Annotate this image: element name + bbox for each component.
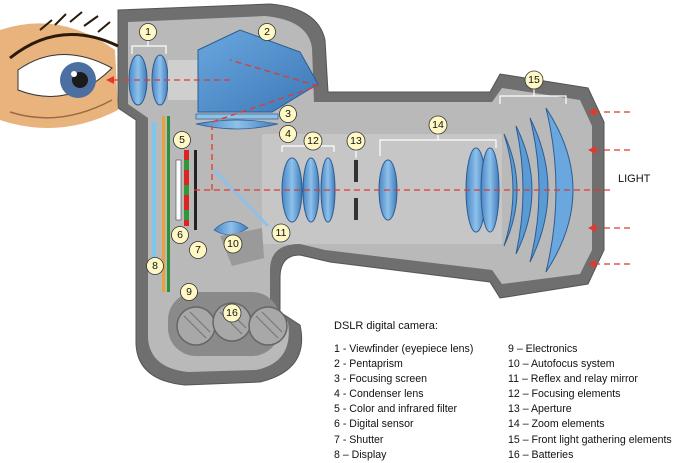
legend-item: 11 – Reflex and relay mirror — [508, 373, 638, 386]
display-panel — [152, 122, 156, 262]
svg-text:5: 5 — [179, 134, 185, 146]
aperture-bottom — [354, 198, 358, 220]
focusing-element-1 — [281, 157, 303, 223]
light-label: LIGHT — [618, 173, 651, 185]
front-element-1 — [503, 133, 518, 247]
callout-12: 12 — [303, 131, 323, 151]
svg-text:3: 3 — [285, 108, 291, 120]
legend-item: 8 – Display — [334, 448, 387, 461]
svg-text:8: 8 — [152, 260, 158, 272]
svg-text:7: 7 — [195, 244, 201, 256]
condenser-lens — [195, 119, 279, 130]
svg-text:13: 13 — [350, 135, 362, 147]
legend-item: 5 - Color and infrared filter — [334, 403, 458, 416]
callout-2: 2 — [258, 23, 276, 41]
autofocus-mirror — [213, 221, 249, 235]
callout-8: 8 — [146, 257, 164, 275]
svg-text:11: 11 — [276, 227, 287, 239]
callout-6: 6 — [171, 226, 189, 244]
battery-cell-1 — [176, 306, 216, 346]
color-ir-filter-green-3 — [184, 210, 189, 220]
svg-text:10: 10 — [227, 238, 239, 250]
battery-cell-3 — [248, 306, 288, 346]
legend-item: 16 – Batteries — [508, 448, 574, 461]
legend-item: 12 – Focusing elements — [508, 388, 621, 401]
callout-13: 13 — [346, 131, 366, 151]
callout-1: 1 — [139, 23, 157, 41]
legend-item: 13 – Aperture — [508, 403, 572, 416]
legend-item: 9 – Electronics — [508, 343, 578, 355]
legend-item: 15 – Front light gathering elements — [508, 433, 672, 446]
callout-16: 16 — [222, 303, 242, 323]
light-arrowheads — [106, 76, 596, 268]
callout-15: 15 — [524, 70, 544, 90]
color-ir-filter-green — [184, 160, 189, 170]
svg-text:12: 12 — [307, 135, 319, 147]
legend-item: 6 - Digital sensor — [334, 418, 414, 431]
legend-item: 10 – Autofocus system — [508, 358, 615, 371]
svg-text:6: 6 — [177, 229, 183, 241]
callout-3: 3 — [279, 105, 297, 123]
svg-text:14: 14 — [432, 119, 444, 131]
color-ir-filter-green-2 — [184, 185, 189, 195]
legend-item: 4 - Condenser lens — [334, 388, 424, 401]
legend-item: 1 - Viewfinder (eyepiece lens) — [334, 343, 474, 355]
eyepiece-tube — [168, 60, 198, 100]
pentaprism — [197, 29, 319, 113]
svg-text:15: 15 — [528, 74, 540, 86]
legend-item: 7 - Shutter — [334, 433, 384, 446]
legend-left-column: 1 - Viewfinder (eyepiece lens) 2 - Penta… — [334, 342, 473, 463]
reflex-mirror — [212, 168, 270, 228]
front-element-3 — [529, 117, 549, 263]
svg-text:1: 1 — [145, 26, 151, 38]
svg-text:2: 2 — [264, 26, 270, 38]
electronics-board-1 — [162, 116, 165, 292]
legend-title: DSLR digital camera: — [334, 320, 438, 332]
legend-item: 2 - Pentaprism — [334, 358, 403, 371]
focusing-screen — [195, 113, 279, 120]
svg-text:16: 16 — [226, 307, 238, 319]
digital-sensor — [175, 159, 182, 221]
callout-7: 7 — [189, 241, 207, 259]
legend-item: 14 – Zoom elements — [508, 418, 605, 431]
eye-illustration — [0, 11, 119, 129]
svg-text:9: 9 — [186, 286, 192, 298]
svg-text:4: 4 — [285, 128, 291, 140]
legend-item: 3 - Focusing screen — [334, 373, 428, 386]
callout-10: 10 — [223, 234, 243, 254]
callout-5: 5 — [173, 131, 191, 149]
legend-right-column: 9 – Electronics 10 – Autofocus system 11… — [508, 342, 672, 463]
callout-14: 14 — [428, 115, 448, 135]
callout-11: 11 — [271, 223, 291, 243]
electronics-board-2 — [167, 116, 170, 292]
callout-9: 9 — [180, 283, 198, 301]
light-rays — [110, 59, 630, 265]
callout-4: 4 — [279, 125, 297, 143]
aperture-top — [354, 160, 358, 182]
